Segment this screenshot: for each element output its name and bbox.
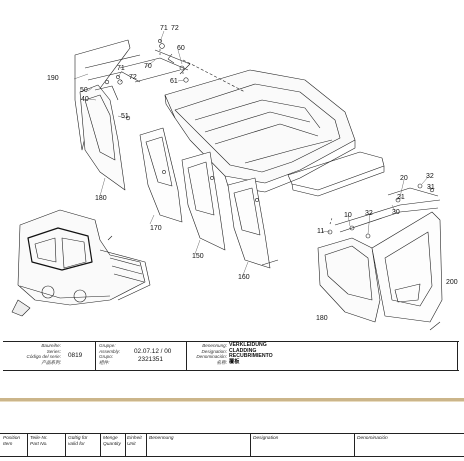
callout-70: 70 bbox=[144, 63, 152, 70]
assembly-number: 2321351 bbox=[138, 356, 163, 363]
rod-assembly-top bbox=[84, 39, 246, 93]
callout-190: 190 bbox=[47, 75, 59, 82]
callout-40: 40 bbox=[81, 96, 89, 103]
callout-32-mid: 32 bbox=[365, 210, 373, 217]
callout-170: 170 bbox=[150, 225, 162, 232]
callout-71-top: 71 bbox=[160, 25, 168, 32]
series-value: 0819 bbox=[68, 352, 83, 359]
callout-61: 61 bbox=[170, 78, 178, 85]
callout-200: 200 bbox=[446, 279, 458, 286]
series-label-cn: 产品系列: bbox=[41, 359, 61, 365]
name-label-es: Denominación: bbox=[196, 354, 227, 360]
name-cn: 覆板 bbox=[229, 358, 240, 365]
col-benennung: Benennung bbox=[149, 436, 174, 441]
series-label-es: Código del serie: bbox=[26, 354, 61, 360]
name-de: VERKLEIDUNG bbox=[229, 342, 267, 348]
col-part-no: Teile-Nr.Part No. bbox=[30, 436, 48, 447]
callout-160: 160 bbox=[238, 274, 250, 281]
door-panel-160 bbox=[227, 177, 279, 269]
callout-180-right: 180 bbox=[316, 315, 328, 322]
callout-60: 60 bbox=[177, 45, 185, 52]
assembly-value: 02.07.12 / 00 bbox=[134, 348, 172, 355]
accent-rule bbox=[0, 398, 464, 401]
callout-180-left: 180 bbox=[95, 195, 107, 202]
panel-200 bbox=[371, 211, 443, 331]
callout-11: 11 bbox=[317, 228, 324, 235]
door-panel-170 bbox=[139, 127, 183, 223]
callout-20: 20 bbox=[400, 175, 408, 182]
rod-assembly-right bbox=[327, 183, 441, 239]
assembly-label-cn: 组件: bbox=[99, 359, 110, 365]
callout-72-mid: 72 bbox=[129, 74, 137, 81]
callout-10: 10 bbox=[344, 212, 352, 219]
assembly-label-de: Gruppe: bbox=[99, 343, 116, 348]
assembly-label-en: Assembly: bbox=[99, 348, 121, 354]
name-en: CLADDING bbox=[229, 347, 257, 354]
callout-71-mid: 71 bbox=[117, 65, 125, 72]
col-denominacion: Denominación bbox=[357, 436, 388, 441]
name-es: RECUBRIMIENTO bbox=[229, 353, 273, 360]
callout-30: 30 bbox=[392, 209, 400, 216]
panel-190 bbox=[74, 39, 131, 191]
callout-31: 31 bbox=[427, 184, 435, 191]
title-block: Baureihe: Series: Código del serie: 产品系列… bbox=[3, 341, 459, 371]
callout-50: 50 bbox=[80, 87, 88, 94]
machine-thumbnail bbox=[11, 209, 151, 317]
designation-cell: Benennung: Designation: Denominación: 名称… bbox=[187, 342, 457, 370]
exploded-view-drawing: 71 72 60 70 61 190 71 72 50 40 51 180 17… bbox=[11, 25, 458, 331]
name-label-cn: 名称: bbox=[216, 359, 227, 365]
series-label-en: Series: bbox=[46, 348, 61, 354]
series-cell: Baureihe: Series: Código del serie: 产品系列… bbox=[3, 342, 95, 370]
door-panel-150 bbox=[181, 151, 226, 251]
series-label-de: Baureihe: bbox=[41, 343, 61, 348]
assembly-label-es: Grupo: bbox=[99, 354, 114, 360]
callout-51: 51 bbox=[121, 113, 129, 120]
callout-21: 21 bbox=[397, 194, 405, 201]
assembly-cell: Gruppe: Assembly: Grupo: 组件: 02.07.12 / … bbox=[96, 342, 186, 370]
callout-32-top: 32 bbox=[426, 173, 434, 180]
name-label-de: Benennung: bbox=[202, 343, 227, 348]
callout-150: 150 bbox=[192, 253, 204, 260]
panel-180-right bbox=[317, 237, 381, 323]
name-label-en: Designation: bbox=[201, 348, 227, 354]
callout-72-top: 72 bbox=[171, 25, 179, 32]
col-designation: Designation bbox=[253, 436, 279, 441]
roof-tray bbox=[287, 151, 385, 197]
cab-roof bbox=[164, 69, 356, 193]
accent-rule-shadow bbox=[0, 401, 464, 402]
